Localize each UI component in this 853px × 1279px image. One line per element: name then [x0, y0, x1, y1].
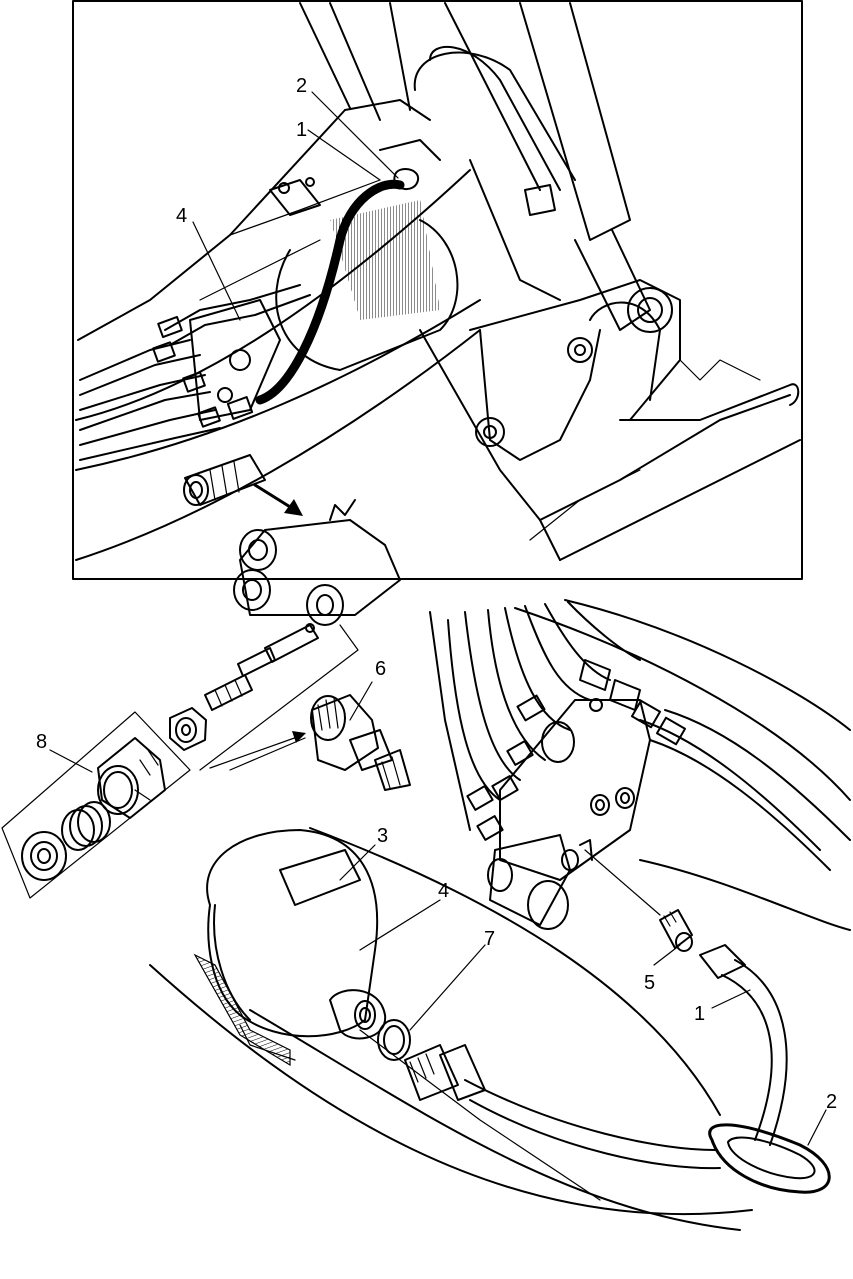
accumulator-top — [269, 139, 459, 371]
valve-block-bottom — [487, 698, 651, 930]
coupler-sleeve — [97, 737, 166, 819]
hose-bottom — [699, 944, 788, 1146]
accumulator-fitting — [404, 1044, 721, 1170]
coupler-spring — [61, 801, 111, 851]
quick-coupler-6 — [310, 694, 411, 791]
coupler-washer — [21, 831, 67, 881]
valve-block-top — [79, 284, 311, 506]
top-inset-view — [72, 0, 803, 580]
boom-cylinder — [413, 2, 651, 331]
hose-top — [255, 179, 405, 405]
coupler-housing — [233, 499, 401, 626]
callout-top-2: 2 — [296, 75, 307, 97]
callout-top-1: 1 — [296, 119, 307, 141]
inset-frame — [72, 0, 803, 580]
callout-8: 8 — [36, 731, 47, 753]
callout-6: 6 — [375, 658, 386, 680]
hose-bundle-bottom — [447, 601, 851, 871]
hose-grommet-top — [393, 168, 420, 190]
exploded-coupler-view — [1, 499, 411, 899]
adapter-5 — [584, 849, 693, 952]
dipper-arm — [419, 279, 801, 561]
explode-bracket-lower — [229, 737, 306, 771]
callout-7: 7 — [484, 928, 495, 950]
pointer-arrow — [253, 483, 303, 516]
callout-bottom-2: 2 — [826, 1091, 837, 1113]
boom-arm — [75, 2, 561, 561]
coupler-nut — [169, 707, 207, 751]
grommet-2 — [708, 1123, 831, 1194]
seal-7 — [377, 1019, 411, 1061]
callout-bottom-1: 1 — [694, 1003, 705, 1025]
callout-3: 3 — [377, 825, 388, 847]
spool-pin — [204, 623, 319, 711]
accumulator-4 — [193, 829, 387, 1067]
callout-top-4: 4 — [176, 205, 187, 227]
explode-bracket-upper — [199, 624, 359, 771]
arrow-to-coupler — [209, 731, 306, 769]
callout-5: 5 — [644, 972, 655, 994]
group-bracket-8 — [1, 711, 191, 899]
callout-bottom-4: 4 — [438, 880, 449, 902]
bottom-view — [149, 599, 851, 1231]
